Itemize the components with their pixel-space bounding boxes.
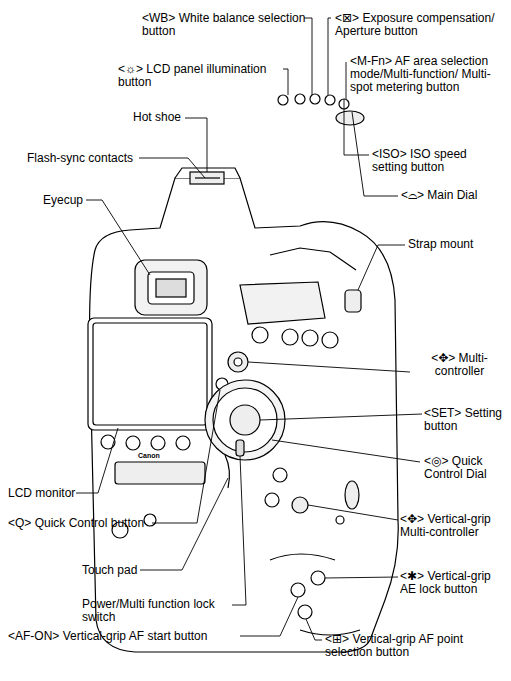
callout-label: <SET> Setting button bbox=[424, 407, 509, 433]
callout-label: <⌓> Main Dial bbox=[401, 189, 477, 202]
callout-label: Eyecup bbox=[43, 194, 83, 207]
callout-label: <Q> Quick Control button bbox=[8, 517, 144, 530]
callout-label: <⊞> Vertical-grip AF point selection but… bbox=[325, 633, 470, 659]
callout-label: Hot shoe bbox=[133, 111, 181, 124]
callout-label: Flash-sync contacts bbox=[27, 152, 133, 165]
callout-label: <M-Fn> AF area selection mode/Multi-func… bbox=[350, 55, 508, 94]
callout-label: <⊠> Exposure compensation/ Aperture butt… bbox=[335, 12, 507, 38]
callout-label: LCD monitor bbox=[8, 487, 75, 500]
callout-label: <◎> Quick Control Dial bbox=[424, 455, 504, 481]
callout-label: <✱> Vertical-grip AE lock button bbox=[400, 570, 508, 596]
callout-label: Touch pad bbox=[82, 564, 137, 577]
callout-label: <WB> White balance selection button bbox=[142, 12, 314, 38]
callout-label: <✥> Vertical-grip Multi-controller bbox=[400, 513, 508, 539]
callout-label: <☼> LCD panel illumination button bbox=[118, 63, 280, 89]
callout-label: <✥> Multi-controller bbox=[412, 352, 507, 378]
brand-mark: Canon bbox=[138, 452, 160, 460]
leader-lines bbox=[76, 18, 422, 640]
callout-label: Power/Multi function lock switch bbox=[82, 598, 232, 624]
callout-label: Strap mount bbox=[408, 238, 473, 251]
callout-label: <AF-ON> Vertical-grip AF start button bbox=[8, 630, 207, 643]
callout-label: <ISO> ISO speed setting button bbox=[372, 148, 472, 174]
